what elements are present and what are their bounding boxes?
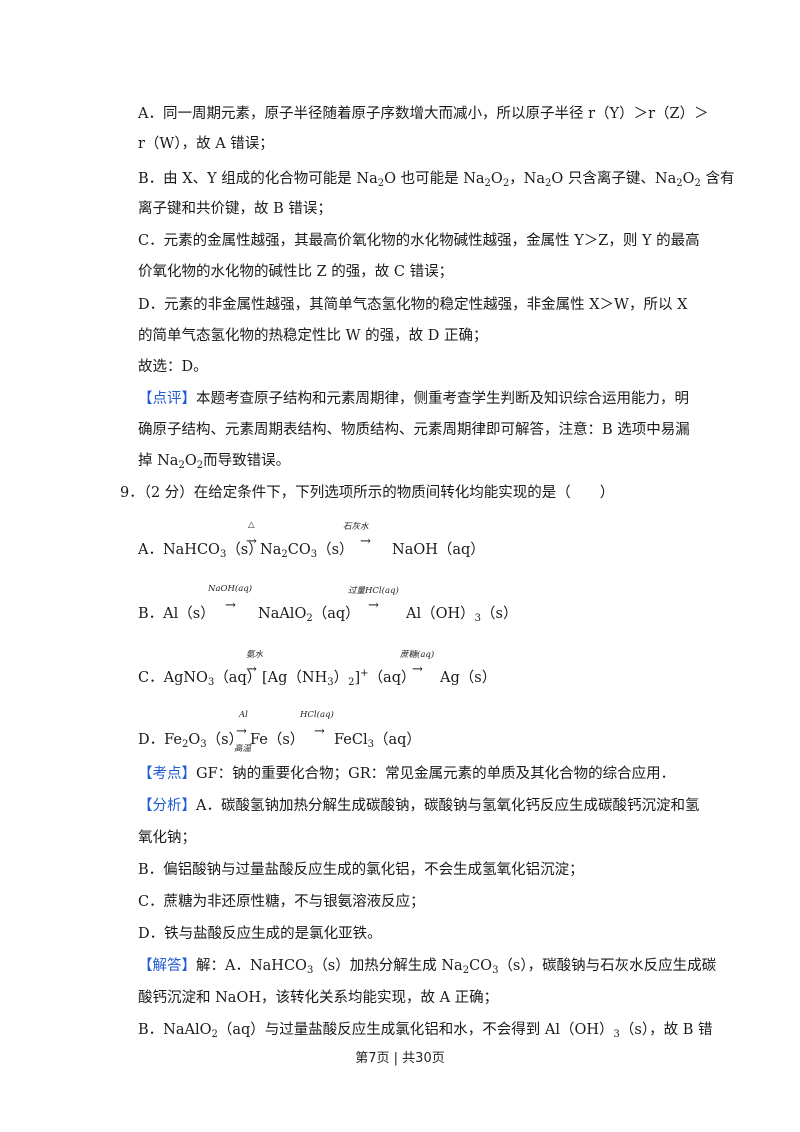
text-line: B．NaAlO2（aq）与过量盐酸反应生成氯化铝和水，不会得到 Al（OH）3（… bbox=[138, 1022, 713, 1040]
option-d: D．Fe2O3（s） Al → 高温 Fe（s） HCl(aq) → FeCl3… bbox=[138, 710, 421, 754]
condition-label: 蔗糖(aq) bbox=[400, 650, 435, 660]
condition-label: 石灰水 bbox=[343, 522, 369, 532]
review-line: 【点评】本题考查原子结构和元素周期律，侧重考查学生判断及知识综合运用能力，明 bbox=[138, 391, 689, 407]
text-line: D．元素的非金属性越强，其简单气态氢化物的稳定性越强，非金属性 X＞W，所以 X bbox=[138, 297, 688, 313]
text-line: 价氧化物的水化物的碱性比 Z 的强，故 C 错误； bbox=[138, 264, 454, 280]
heat-symbol: △ bbox=[248, 520, 255, 530]
option-a: A．NaHCO3（s） △ → Na2CO3（s） 石灰水 → NaOH（aq） bbox=[138, 520, 485, 560]
text-line: C．元素的金属性越强，其最高价氧化物的水化物碱性越强，金属性 Y＞Z，则 Y 的… bbox=[138, 233, 700, 249]
option-b: B．Al（s） NaOH(aq) → NaAlO2（aq） 过量HCl(aq) … bbox=[138, 584, 518, 624]
solution-line: 【解答】解：A．NaHCO3（s）加热分解生成 Na2CO3（s），碳酸钠与石灰… bbox=[138, 958, 717, 976]
arrow-icon: → bbox=[246, 662, 257, 677]
kd-tag: 【考点】 bbox=[138, 766, 196, 782]
page-footer: 第7页 | 共30页 bbox=[355, 1051, 445, 1066]
review-tag: 【点评】 bbox=[138, 391, 196, 407]
arrow-icon: → bbox=[368, 598, 379, 613]
condition-label: 过量HCl(aq) bbox=[348, 586, 399, 596]
text-line: C．蔗糖为非还原性糖，不与银氨溶液反应； bbox=[138, 894, 425, 910]
text-line: B．偏铝酸钠与过量盐酸反应生成的氯化铝，不会生成氢氧化铝沉淀； bbox=[138, 862, 584, 878]
knowledge-point: 【考点】GF：钠的重要化合物；GR：常见金属元素的单质及其化合物的综合应用． bbox=[138, 766, 676, 782]
text-line: D．铁与盐酸反应生成的是氯化亚铁。 bbox=[138, 926, 382, 942]
arrow-icon: → bbox=[360, 534, 371, 549]
text-line: 掉 Na2O2而导致错误。 bbox=[138, 453, 291, 471]
fx-tag: 【分析】 bbox=[138, 798, 196, 814]
condition-label: 高温 bbox=[234, 744, 252, 754]
text-line: B．由 X、Y 组成的化合物可能是 Na2O 也可能是 Na2O2，Na2O 只… bbox=[138, 171, 735, 189]
condition-label: Al bbox=[239, 710, 248, 720]
arrow-icon: → bbox=[314, 724, 325, 739]
text-line: 酸钙沉淀和 NaOH，该转化关系均能实现，故 A 正确； bbox=[138, 990, 499, 1006]
text-line: 离子键和共价键，故 B 错误； bbox=[138, 201, 332, 217]
question-9: 9．（2 分）在给定条件下，下列选项所示的物质间转化均能实现的是（ ） bbox=[120, 485, 615, 501]
arrow-icon: → bbox=[246, 534, 257, 549]
text-line: r（W），故 A 错误； bbox=[138, 136, 274, 152]
option-c: C．AgNO3（aq） 氨水 → [Ag（NH3）2]+（aq） 蔗糖(aq) … bbox=[138, 650, 497, 688]
condition-label: NaOH(aq) bbox=[208, 584, 253, 594]
arrow-icon: → bbox=[236, 724, 247, 739]
text-line: 的简单气态氢化物的热稳定性比 W 的强，故 D 正确； bbox=[138, 328, 488, 344]
arrow-icon: → bbox=[225, 598, 236, 613]
condition-label: HCl(aq) bbox=[300, 710, 334, 720]
text-line: 故选：D。 bbox=[138, 359, 208, 375]
jd-tag: 【解答】 bbox=[138, 958, 196, 974]
text-line: A．同一周期元素，原子半径随着原子序数增大而减小，所以原子半径 r（Y）＞r（Z… bbox=[138, 106, 709, 122]
text-line: 氧化钠； bbox=[138, 830, 196, 846]
text-line: 确原子结构、元素周期表结构、物质结构、元素周期律即可解答，注意：B 选项中易漏 bbox=[138, 422, 690, 438]
analysis-line: 【分析】A．碳酸氢钠加热分解生成碳酸钠，碳酸钠与氢氧化钙反应生成碳酸钙沉淀和氢 bbox=[138, 798, 700, 814]
condition-label: 氨水 bbox=[246, 650, 264, 660]
arrow-icon: → bbox=[412, 662, 423, 677]
